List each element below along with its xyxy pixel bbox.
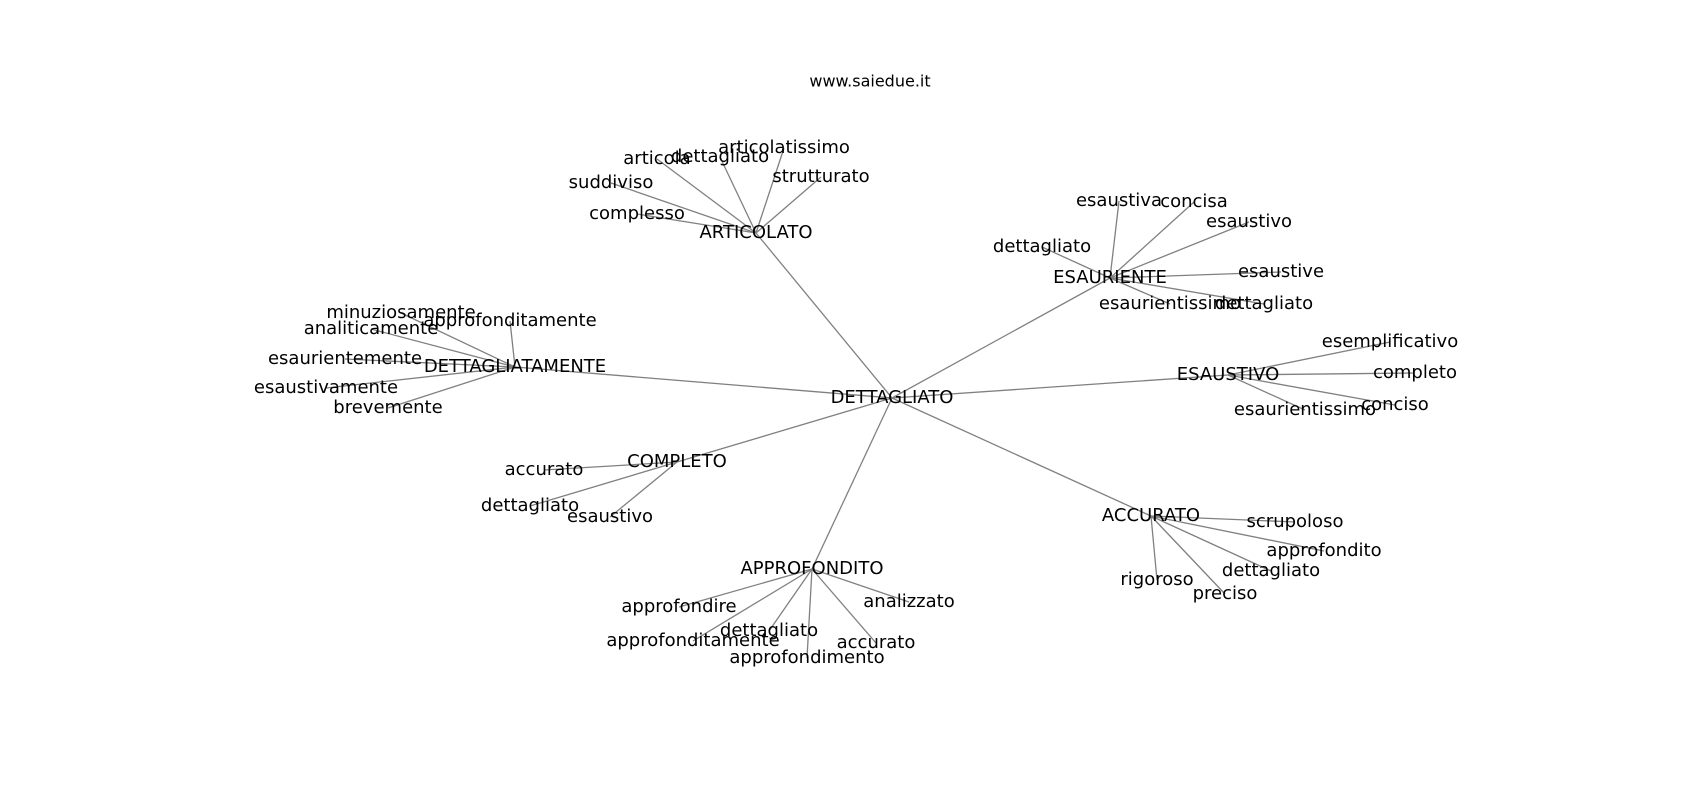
- graph-edge: [811, 568, 877, 644]
- leaf-node: analiticamente: [304, 318, 439, 339]
- graph-edge: [1150, 515, 1296, 523]
- leaf-node: accurato: [505, 459, 584, 480]
- leaf-node: esaustivamente: [254, 377, 398, 398]
- graph-edge: [806, 568, 813, 659]
- leaf-node: conciso: [1361, 394, 1429, 415]
- graph-edge: [529, 461, 678, 507]
- graph-edge: [1227, 372, 1416, 376]
- graph-edge: [1227, 374, 1396, 406]
- hub-node: DETTAGLIATAMENTE: [424, 356, 606, 377]
- leaf-node: dettagliato: [1222, 560, 1320, 581]
- graph-edge: [1041, 246, 1111, 279]
- graph-edge: [636, 213, 757, 234]
- graph-labels: www.saiedue.it DETTAGLIATO ARTICOLATO arti…: [254, 72, 1458, 669]
- graph-edge: [1150, 515, 1226, 595]
- hub-node: ARTICOLATO: [699, 222, 812, 243]
- leaf-node: approfonditamente: [423, 310, 596, 331]
- graph-edge: [656, 158, 757, 234]
- leaf-node: dettagliato: [1215, 293, 1313, 314]
- graph-edge: [509, 320, 516, 368]
- graph-edge: [609, 461, 678, 518]
- leaf-node: accurato: [837, 632, 916, 653]
- leaf-node: rigoroso: [1120, 569, 1193, 590]
- leaf-node: esaurientissimo: [1099, 293, 1241, 314]
- graph-edge: [755, 176, 822, 234]
- leaf-node: esaurientemente: [268, 348, 422, 369]
- watermark-text: www.saiedue.it: [809, 72, 930, 91]
- hub-node: ACCURATO: [1102, 505, 1200, 526]
- hub-node: ESAUSTIVO: [1177, 364, 1280, 385]
- graph-edge: [1109, 277, 1265, 305]
- leaf-node: dettagliato: [671, 146, 769, 167]
- leaf-node: esaurientissimo: [1234, 399, 1376, 420]
- leaf-node: approfondire: [621, 596, 736, 617]
- graph-edge: [755, 232, 893, 399]
- graph-edge: [1109, 271, 1282, 279]
- leaf-node: dettagliato: [481, 495, 579, 516]
- graph-edge: [755, 147, 785, 234]
- leaf-node: concisa: [1160, 191, 1228, 212]
- graph-edge: [370, 328, 516, 368]
- leaf-node: minuziosamente: [326, 302, 475, 323]
- graph-edge: [1227, 341, 1391, 376]
- graph-edge: [891, 397, 1152, 517]
- leaf-node: approfonditamente: [606, 630, 779, 651]
- graph-edge: [344, 358, 516, 368]
- graph-edge: [719, 156, 757, 234]
- root-node: DETTAGLIATO: [831, 387, 954, 408]
- graph-edge: [1109, 201, 1195, 279]
- graph-edges: [325, 147, 1416, 659]
- leaf-node: esaustivo: [567, 506, 653, 527]
- leaf-node: esemplificativo: [1322, 331, 1458, 352]
- graph-edge: [387, 366, 516, 409]
- graph-edge: [1150, 515, 1272, 572]
- leaf-node: completo: [1373, 362, 1457, 383]
- hub-node: APPROFONDITO: [740, 558, 883, 579]
- leaf-node: complesso: [589, 203, 685, 224]
- leaf-node: approfondito: [1266, 540, 1381, 561]
- graph-edge: [325, 366, 516, 389]
- hub-node: ESAURIENTE: [1053, 267, 1167, 288]
- graph-edge: [1109, 200, 1120, 279]
- graph-edge: [811, 397, 893, 570]
- graph-edge: [678, 568, 813, 608]
- graph-edge: [543, 461, 678, 471]
- leaf-node: preciso: [1193, 583, 1258, 604]
- graph-edge: [692, 568, 813, 642]
- leaf-node: approfondimento: [729, 647, 884, 668]
- leaf-node: analizzato: [863, 591, 954, 612]
- leaf-node: scrupoloso: [1247, 511, 1344, 532]
- leaf-node: articolatissimo: [718, 137, 850, 158]
- graph-edge: [610, 182, 757, 234]
- graph-edge: [1109, 277, 1171, 305]
- graph-edge: [1109, 221, 1250, 279]
- leaf-node: esaustive: [1238, 261, 1324, 282]
- graph-edge: [1150, 515, 1325, 552]
- graph-edge: [400, 312, 516, 368]
- leaf-node: articola: [623, 148, 690, 169]
- graph-edge: [891, 277, 1111, 399]
- hub-node: COMPLETO: [627, 451, 727, 472]
- graph-edge: [811, 568, 910, 603]
- graph-edge: [514, 366, 893, 399]
- graph-edge: [1227, 374, 1306, 411]
- leaf-node: brevemente: [333, 397, 442, 418]
- graph-edge: [1150, 515, 1158, 581]
- leaf-node: dettagliato: [993, 236, 1091, 257]
- leaf-node: strutturato: [772, 166, 869, 187]
- graph-edge: [891, 374, 1229, 399]
- leaf-node: suddiviso: [569, 172, 654, 193]
- leaf-node: esaustivo: [1206, 211, 1292, 232]
- graph-edge: [676, 397, 893, 463]
- leaf-node: dettagliato: [720, 620, 818, 641]
- graph-edge: [768, 568, 813, 632]
- leaf-node: esaustiva: [1076, 190, 1162, 211]
